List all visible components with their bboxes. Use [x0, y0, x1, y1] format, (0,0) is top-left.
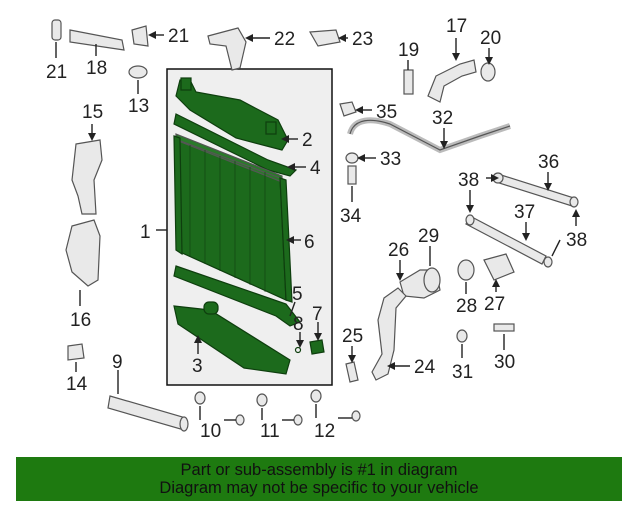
radiator-assembly	[173, 77, 325, 375]
callout-25: 25	[342, 326, 363, 347]
drain-cock	[309, 339, 325, 355]
callout-19: 19	[398, 40, 419, 61]
callout-2: 2	[302, 130, 313, 151]
upper-seal	[173, 113, 298, 177]
callout-26: 26	[388, 240, 409, 261]
callout-32: 32	[432, 108, 453, 129]
footer-line-1: Part or sub-assembly is #1 in diagram	[180, 461, 458, 479]
callout-35: 35	[376, 102, 397, 123]
callout-37: 37	[514, 202, 535, 223]
callout-38-right: 38	[566, 230, 587, 251]
callout-17: 17	[446, 16, 467, 37]
callout-28: 28	[456, 296, 477, 317]
callout-13: 13	[128, 96, 149, 117]
callout-5: 5	[292, 284, 303, 305]
callout-36: 36	[538, 152, 559, 173]
callout-27: 27	[484, 294, 505, 315]
callout-23: 23	[352, 29, 373, 50]
callout-29: 29	[418, 226, 439, 247]
leader-lines	[55, 31, 580, 421]
callout-31: 31	[452, 362, 473, 383]
callout-16: 16	[70, 310, 91, 331]
callout-33: 33	[380, 149, 401, 170]
callout-7: 7	[312, 304, 323, 325]
callout-6: 6	[304, 232, 315, 253]
callout-18: 18	[86, 58, 107, 79]
callout-1: 1	[140, 222, 151, 243]
lower-seal	[173, 265, 301, 327]
callout-8: 8	[293, 314, 304, 335]
footer-banner: Part or sub-assembly is #1 in diagram Di…	[16, 457, 622, 501]
callout-22: 22	[274, 29, 295, 50]
callout-38-left: 38	[458, 170, 479, 191]
callout-20: 20	[480, 28, 501, 49]
callout-30: 30	[494, 352, 515, 373]
callout-numbers: 1 2 3 4 5 6 7 8 9 10 11 12 13 14 15 16 1…	[46, 16, 587, 442]
callout-3: 3	[192, 356, 203, 377]
callout-21-right: 21	[168, 26, 189, 47]
parts-diagram: 1 2 3 4 5 6 7 8 9 10 11 12 13 14 15 16 1…	[46, 16, 587, 442]
callout-24: 24	[414, 357, 436, 378]
callout-12: 12	[314, 421, 335, 442]
callout-34: 34	[340, 206, 362, 227]
callout-14: 14	[66, 374, 88, 395]
callout-15: 15	[82, 102, 103, 123]
callout-4: 4	[310, 158, 321, 179]
other-parts	[51, 19, 579, 432]
callout-9: 9	[112, 352, 123, 373]
callout-11: 11	[260, 421, 280, 442]
callout-21-left: 21	[46, 62, 67, 83]
callout-10: 10	[200, 421, 221, 442]
footer-line-2: Diagram may not be specific to your vehi…	[159, 479, 479, 497]
